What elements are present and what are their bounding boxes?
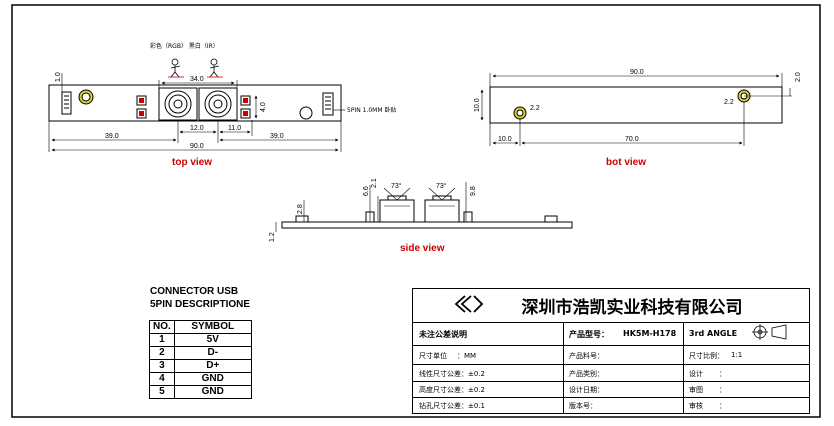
header-symbol: SYMBOL [173, 320, 252, 334]
dim-4: 4.0 [260, 102, 267, 112]
bot-dim-10-width: 10.0 [498, 136, 512, 143]
side-view-board [281, 221, 573, 229]
linear-tolerance: 线性尺寸公差：±0.2 [419, 370, 485, 378]
bot-dim-hole-b: 2.2 [724, 99, 734, 106]
connector-note: 5PIN 1.0MM 卧贴 [347, 106, 396, 114]
bot-view [480, 73, 792, 146]
side-angle-right: 73° [436, 182, 447, 190]
bot-dim-70: 70.0 [625, 136, 639, 143]
dim-39-right: 39.0 [270, 133, 284, 140]
bot-dim-hole-a: 2.2 [530, 105, 540, 112]
side-dim-6-6: 6.6 [363, 186, 370, 196]
side-view-dimensions: 6.6 2.1 73° 73° 9.8 2.8 1.2 [269, 178, 477, 242]
top-camera-label: 彩色（RGB） 黑白（IR） [150, 42, 219, 50]
part-no-label: 产品料号： [569, 352, 604, 360]
dim-12: 12.0 [190, 125, 204, 132]
dim-1: 1.0 [55, 72, 62, 82]
bot-view-dimensions: 90.0 10.0 2.0 2.2 2.2 10.0 70.0 [474, 69, 802, 143]
sheet-border [11, 4, 821, 418]
top-view-dimensions: 彩色（RGB） 黑白（IR） 34.0 1.0 4.0 12.0 11.0 39… [55, 42, 396, 150]
bot-dim-2: 2.0 [795, 72, 802, 82]
check-value: ： [719, 386, 726, 394]
design-date-label: 设计日期： [569, 386, 604, 394]
scale-value: 1:1 [731, 351, 743, 359]
top-view-caption: top view [172, 157, 213, 168]
top-left-connector [61, 91, 72, 115]
side-camera-right [424, 199, 460, 223]
check-label: 审图 [689, 386, 703, 394]
unit-label: 尺寸单位 [419, 352, 447, 360]
table-row: 4 GND [149, 372, 252, 386]
header-no: NO. [149, 320, 175, 334]
design-label: 设计 [689, 370, 703, 378]
company-logo-icon [454, 295, 484, 313]
camera-figure-icon [168, 58, 223, 78]
connector-title: CONNECTOR USB 5PIN DESCRIPTIONE [150, 285, 250, 311]
bot-dim-90: 90.0 [630, 69, 644, 76]
third-angle-projection-icon [752, 324, 787, 340]
company-name: 深圳市浩凯实业科技有限公司 [521, 298, 743, 318]
height-tolerance: 高度尺寸公差：±0.2 [419, 386, 485, 394]
company-name-row: 深圳市浩凯实业科技有限公司 [413, 289, 809, 323]
title-block: 深圳市浩凯实业科技有限公司 未注公差说明 产品型号： HK5M-H178 3rd… [412, 288, 810, 414]
top-right-connector [322, 92, 334, 116]
hole-tolerance: 钻孔尺寸公差：±0.1 [419, 402, 485, 410]
side-view-caption: side view [400, 243, 445, 254]
table-row: 2 D- [149, 346, 252, 360]
connector-title-line2: 5PIN DESCRIPTIONE [150, 299, 251, 310]
bot-view-board [489, 86, 783, 124]
side-angle-left: 73° [391, 182, 402, 190]
side-camera-left [379, 199, 415, 223]
connector-pin-table: NO. SYMBOL 1 5V 2 D- 3 D+ 4 GND 5 GND [149, 320, 252, 399]
connector-title-line1: CONNECTOR USB [150, 286, 239, 297]
unit-value: ：MM [457, 352, 477, 360]
dim-11: 11.0 [228, 125, 241, 132]
top-view-board [48, 84, 342, 122]
model-value: HK5M-H178 [623, 329, 677, 338]
side-dim-1-2: 1.2 [269, 232, 276, 242]
side-dim-2-1: 2.1 [371, 178, 378, 188]
category-label: 产品类别： [569, 370, 604, 378]
top-view [48, 58, 345, 152]
bot-view-caption: bot view [606, 157, 647, 168]
model-label: 产品型号： [569, 330, 609, 339]
table-row: 3 D+ [149, 359, 252, 373]
bot-dim-10-height: 10.0 [474, 98, 481, 112]
side-dim-2-8: 2.8 [297, 204, 304, 214]
design-value: ： [719, 370, 726, 378]
version-label: 版本号： [569, 402, 597, 410]
scale-label: 尺寸比例： [689, 352, 724, 360]
approve-value: ： [719, 402, 726, 410]
table-row: 1 5V [149, 333, 252, 347]
side-dim-9-8: 9.8 [470, 186, 477, 196]
dim-39-left: 39.0 [105, 133, 119, 140]
approve-label: 审核 [689, 402, 703, 410]
top-right-hole [299, 106, 313, 120]
pin-table-header: NO. SYMBOL [149, 320, 252, 334]
table-row: 5 GND [149, 385, 252, 399]
tolerance-title: 未注公差说明 [419, 330, 467, 339]
projection-label: 3rd ANGLE [689, 329, 738, 338]
side-view [275, 182, 573, 232]
dim-34: 34.0 [190, 76, 204, 83]
dim-90-top: 90.0 [190, 143, 204, 150]
